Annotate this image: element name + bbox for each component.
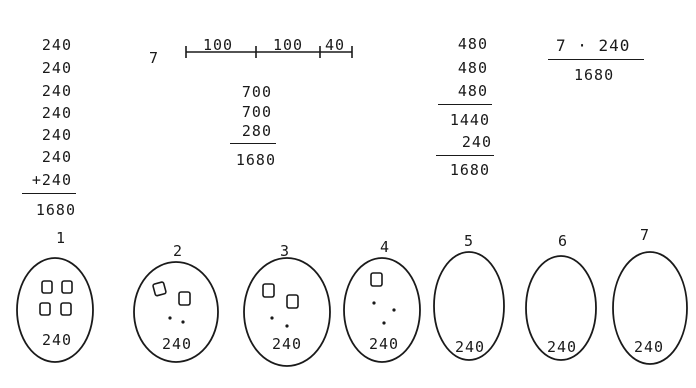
group-value: 240 [634,340,664,355]
group-value: 240 [369,337,399,352]
block-icon [62,281,72,293]
dot-icon [270,316,273,319]
block-icon [153,282,167,296]
dot-icon [168,316,171,319]
block-icon [179,292,190,305]
group-value: 240 [42,333,72,348]
block-icon [371,273,382,286]
group-number: 2 [173,244,183,259]
dot-icon [372,301,375,304]
group-number: 7 [640,228,650,243]
block-icon [40,303,50,315]
dot-icon [392,308,395,311]
group-value: 240 [455,340,485,355]
group-number: 6 [558,234,568,249]
group-value: 240 [272,337,302,352]
block-icon [42,281,52,293]
group-number: 1 [56,231,66,246]
block-icon [287,295,298,308]
group-number: 3 [280,244,290,259]
block-icon [61,303,71,315]
group-number: 5 [464,234,474,249]
block-icon [263,284,274,297]
dot-icon [382,321,385,324]
group-number: 4 [380,240,390,255]
dot-icon [285,324,288,327]
group-value: 240 [162,337,192,352]
dot-icon [181,320,184,323]
group-value: 240 [547,340,577,355]
